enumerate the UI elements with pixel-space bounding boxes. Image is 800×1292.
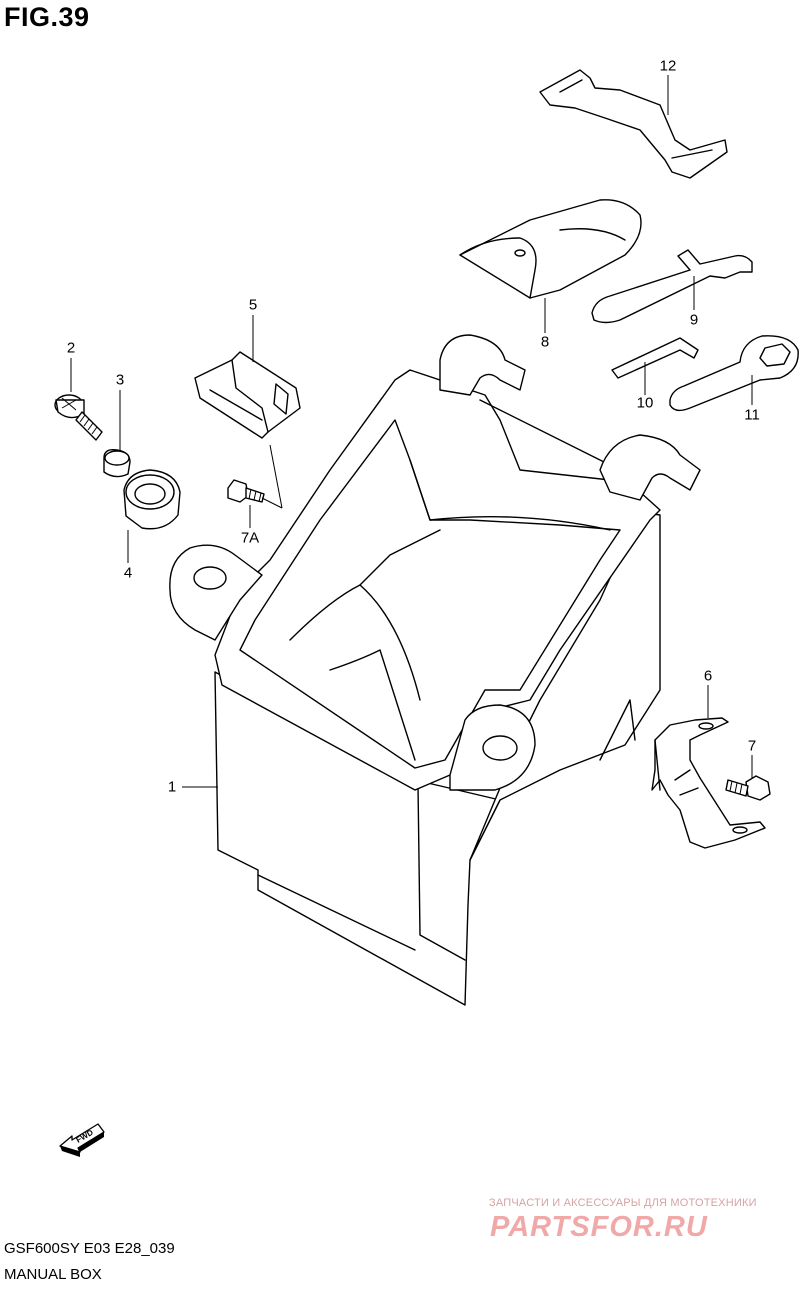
callout-6: 6	[703, 667, 713, 685]
callout-12: 12	[659, 57, 677, 75]
watermark-tagline: ЗАПЧАСТИ И АКСЕССУАРЫ ДЛЯ МОТОТЕХНИКИ	[489, 1197, 757, 1209]
callout-7: 7	[747, 737, 757, 755]
box-wrench-part-11[interactable]	[669, 335, 799, 412]
bracket-part-6[interactable]	[651, 717, 766, 849]
fwd-arrow-icon: FWD	[59, 1123, 105, 1157]
callout-3: 3	[115, 371, 125, 389]
callout-11: 11	[744, 406, 760, 424]
callout-1: 1	[167, 778, 177, 796]
callout-7a: 7A	[240, 529, 260, 547]
callout-leader-lines	[70, 75, 753, 788]
collar-part-3[interactable]	[103, 448, 131, 478]
callout-10: 10	[636, 394, 654, 412]
callout-2: 2	[66, 339, 76, 357]
figure-title: FIG.39	[4, 2, 90, 32]
model-code: GSF600SY E03 E28_039	[4, 1240, 175, 1257]
callout-4: 4	[123, 564, 133, 582]
section-name: MANUAL BOX	[4, 1266, 102, 1283]
strap-part-12[interactable]	[539, 69, 728, 179]
tool-bag-part-8[interactable]	[459, 199, 642, 299]
callout-9: 9	[689, 311, 699, 329]
callout-8: 8	[540, 333, 550, 351]
watermark-logo: PARTSFOR.RU	[490, 1211, 708, 1243]
bolt-part-7a[interactable]	[227, 479, 265, 503]
callout-5: 5	[248, 296, 258, 314]
bolt-part-2[interactable]	[54, 394, 103, 441]
manual-box-part[interactable]	[169, 334, 701, 1006]
spanner-part-9[interactable]	[591, 249, 753, 324]
hex-key-part-10[interactable]	[611, 337, 699, 379]
grommet-part-4[interactable]	[123, 469, 181, 530]
bracket-part-5[interactable]	[194, 351, 301, 439]
bolt-part-7[interactable]	[725, 775, 771, 801]
